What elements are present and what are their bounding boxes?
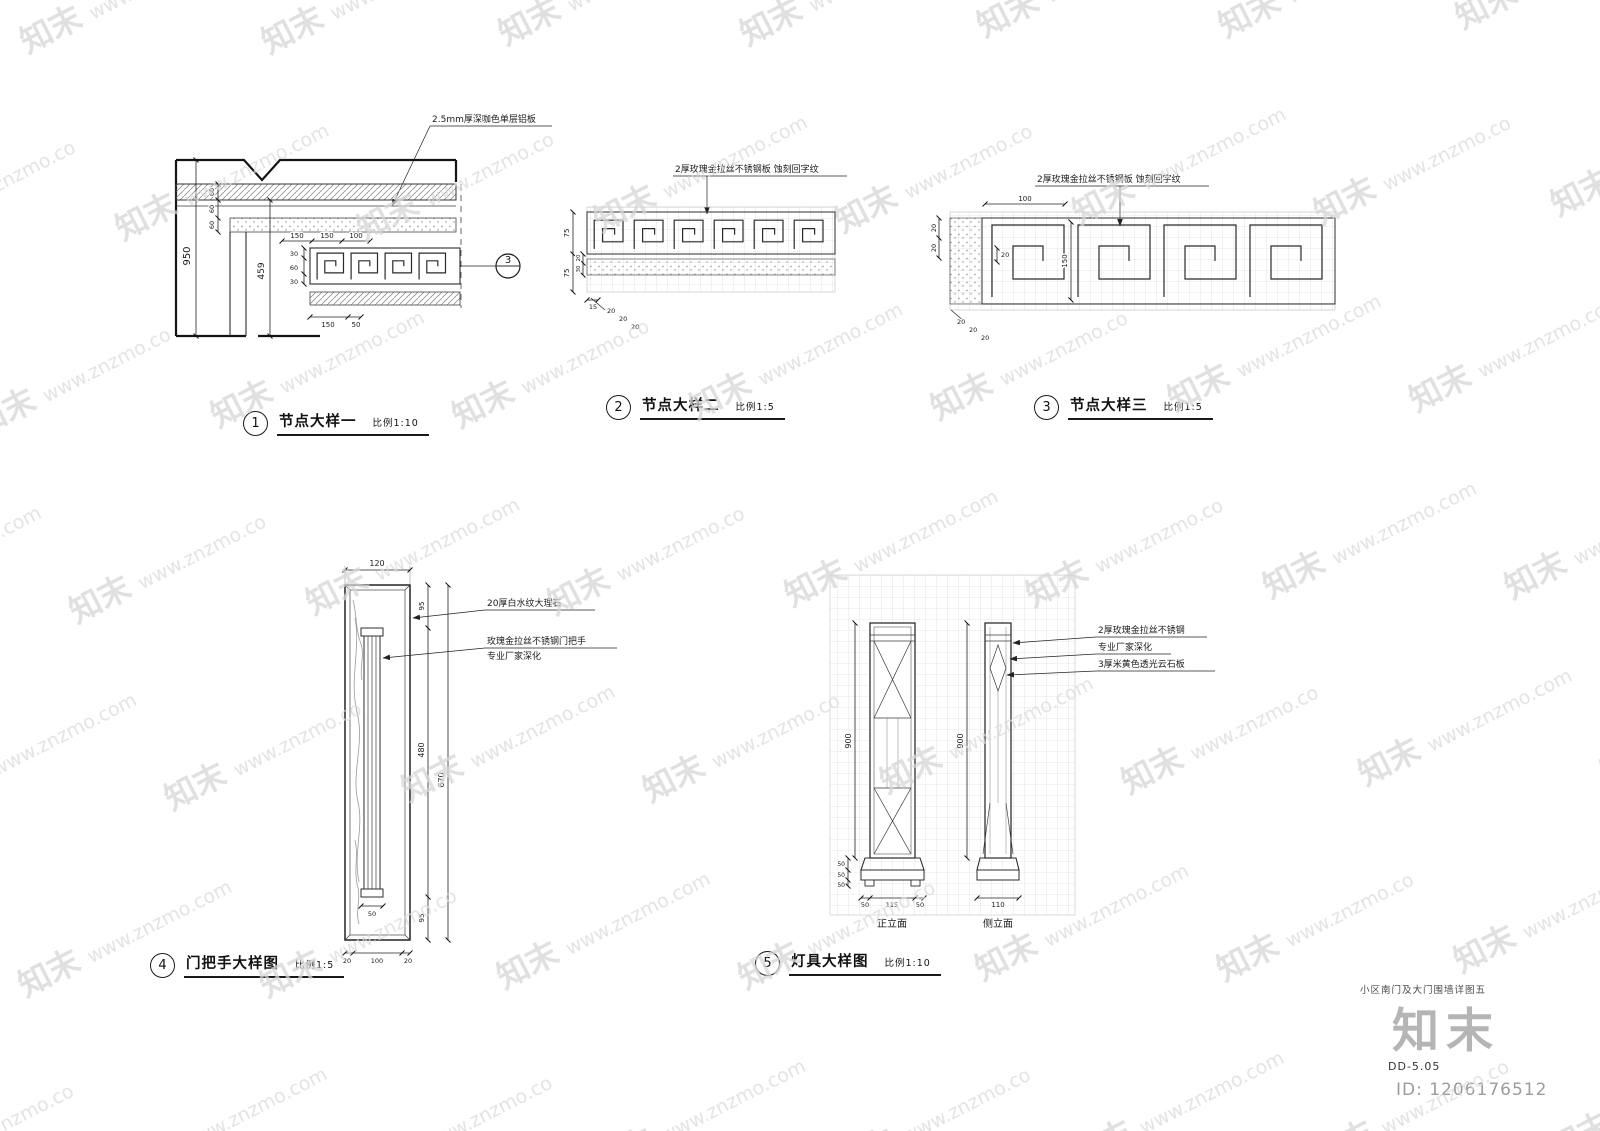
- d1-title: 1 节点大样一 比例1:10: [243, 410, 429, 436]
- d4-dim-95a: 95: [418, 602, 426, 611]
- d2-annotation-text: 2厚玫瑰金拉丝不锈钢板 蚀刻回字纹: [675, 163, 819, 175]
- d5-title: 5 灯具大样图 比例1:10: [755, 950, 941, 976]
- d1-number-bubble: 1: [243, 410, 268, 436]
- d4-dim-b100: 100: [371, 957, 383, 965]
- d1-annotation-text: 2.5mm厚深咖色单层铝板: [432, 113, 536, 125]
- d3-scale-text: 比例1:5: [1163, 402, 1203, 413]
- d3-title-text: 节点大样三: [1070, 398, 1148, 414]
- d1-callout: 3: [460, 253, 521, 279]
- d2-scale-text: 比例1:5: [735, 402, 775, 413]
- d2-dim-20: 20: [576, 254, 582, 261]
- d1-dim-30a: 30: [290, 250, 298, 258]
- d2-number-bubble: 2: [606, 394, 631, 420]
- d1-dim-60a: 60: [208, 188, 216, 196]
- d2-dim-20b: 20: [619, 315, 627, 323]
- d1-dim-150a: 150: [290, 232, 303, 240]
- d3-annotation-text: 2厚玫瑰金拉丝不锈钢板 蚀刻回字纹: [1037, 173, 1181, 185]
- d2-dim-75a: 75: [563, 229, 571, 238]
- d5-dim-b50b: 50: [916, 901, 924, 909]
- d3-band: [949, 211, 1336, 311]
- sheet-number: DD-5.05: [1388, 1060, 1441, 1073]
- d1-dim-459: 459: [257, 262, 267, 279]
- d3-number-bubble: 3: [1034, 394, 1059, 420]
- d1-dim-150b: 150: [320, 232, 333, 240]
- d3-dim-100: 100: [1018, 195, 1031, 203]
- d2-dim-20a: 20: [607, 307, 615, 315]
- d5-label-side: 侧立面: [983, 917, 1013, 930]
- d4-dim-670: 670: [437, 772, 446, 787]
- d3-dim-g20b: 20: [969, 326, 977, 334]
- d1-dim-60c: 60: [208, 221, 216, 229]
- d5-dim-b50a: 50: [861, 901, 869, 909]
- d2-dim-20c: 20: [631, 323, 639, 331]
- d2-annotation: 2厚玫瑰金拉丝不锈钢板 蚀刻回字纹: [673, 162, 847, 215]
- d2-dim-15: 15: [589, 303, 597, 311]
- d1-title-text: 节点大样一: [279, 414, 357, 430]
- d3-dim-20b: 20: [930, 244, 938, 252]
- d5-number-bubble: 5: [755, 950, 780, 976]
- d1-callout-number: 3: [505, 255, 511, 266]
- d3-drawing: 2厚玫瑰金拉丝不锈钢板 蚀刻回字纹 100 20 150 20 20 20 20: [929, 172, 1336, 343]
- d1-dim-950: 950: [182, 246, 193, 265]
- d5-ann2: 专业厂家深化: [1098, 641, 1152, 653]
- d2-dim-75b: 75: [563, 269, 571, 278]
- d3-dim-20l: 20: [1001, 251, 1009, 259]
- d4-title: 4 门把手大样图 比例1:5: [150, 952, 345, 978]
- d2-title-text: 节点大样二: [642, 398, 720, 414]
- d1-drawing: 2.5mm厚深咖色单层铝板: [174, 112, 552, 339]
- d5-dim-900b: 900: [956, 733, 965, 748]
- d4-number-bubble: 4: [150, 952, 175, 978]
- d2-band: [586, 206, 836, 293]
- d2-drawing: 2厚玫瑰金拉丝不锈钢板 蚀刻回字纹 75 75 20 30 15 20: [562, 162, 847, 332]
- d2-title: 2 节点大样二 比例1:5: [606, 394, 785, 420]
- d5-grid: [829, 574, 1076, 916]
- brand-logo: 知末: [1392, 1004, 1500, 1059]
- d4-ann-handle2: 专业厂家深化: [487, 650, 541, 662]
- d1-dim-100: 100: [349, 232, 362, 240]
- d5-label-front: 正立面: [877, 917, 907, 930]
- d1-dim-60r: 60: [290, 264, 298, 272]
- d4-scale-text: 比例1:5: [295, 960, 335, 971]
- d4-dim-b20b: 20: [404, 957, 412, 965]
- d4-title-text: 门把手大样图: [186, 956, 279, 972]
- d5-dim-900a: 900: [844, 733, 853, 748]
- d4-dim-95b: 95: [418, 914, 426, 923]
- d5-dim-50a: 50: [837, 861, 845, 868]
- d2-dim-30: 30: [576, 265, 582, 272]
- d1-dim-60b: 60: [208, 205, 216, 213]
- d4-drawing: 20厚白水纹大理石 玫瑰金拉丝不锈钢门把手 专业厂家深化 120 95 480 …: [342, 558, 617, 966]
- d4-handle: [360, 627, 384, 898]
- d3-dim-150: 150: [1061, 254, 1069, 267]
- d1-dim-b150: 150: [321, 321, 334, 329]
- d4-dim-50: 50: [368, 910, 376, 918]
- d4-dim-120: 120: [369, 559, 384, 568]
- d5-ann1: 2厚玫瑰金拉丝不锈钢: [1098, 624, 1185, 636]
- d5-ann3: 3厚米黄色透光云石板: [1098, 658, 1185, 670]
- d3-dim-20a: 20: [930, 224, 938, 232]
- d1-dim-b50: 50: [352, 321, 361, 329]
- d5-drawing: 正立面 侧立面 2厚玫瑰金拉丝不锈钢 专业厂家深化 3厚米黄色透光云石板: [829, 574, 1215, 930]
- d1-fret-assembly: [309, 247, 461, 306]
- d5-scale-text: 比例1:10: [884, 958, 931, 969]
- image-id-label: ID: 1206176512: [1396, 1080, 1548, 1100]
- d5-title-text: 灯具大样图: [791, 954, 869, 970]
- d3-title: 3 节点大样三 比例1:5: [1034, 394, 1213, 420]
- d5-dim-50b: 50: [837, 872, 845, 879]
- d4-ann-marble: 20厚白水纹大理石: [487, 597, 561, 609]
- d1-scale-text: 比例1:10: [372, 418, 419, 429]
- d4-ann-handle1: 玫瑰金拉丝不锈钢门把手: [487, 635, 586, 647]
- d5-dim-110: 110: [991, 901, 1004, 909]
- d1-dim-30b: 30: [290, 278, 298, 286]
- d5-dim-50c: 50: [837, 882, 845, 889]
- d3-dim-g20a: 20: [957, 318, 965, 326]
- d5-dim-115: 115: [886, 901, 898, 909]
- d4-dim-480: 480: [417, 742, 426, 757]
- d3-dim-g20c: 20: [981, 334, 989, 342]
